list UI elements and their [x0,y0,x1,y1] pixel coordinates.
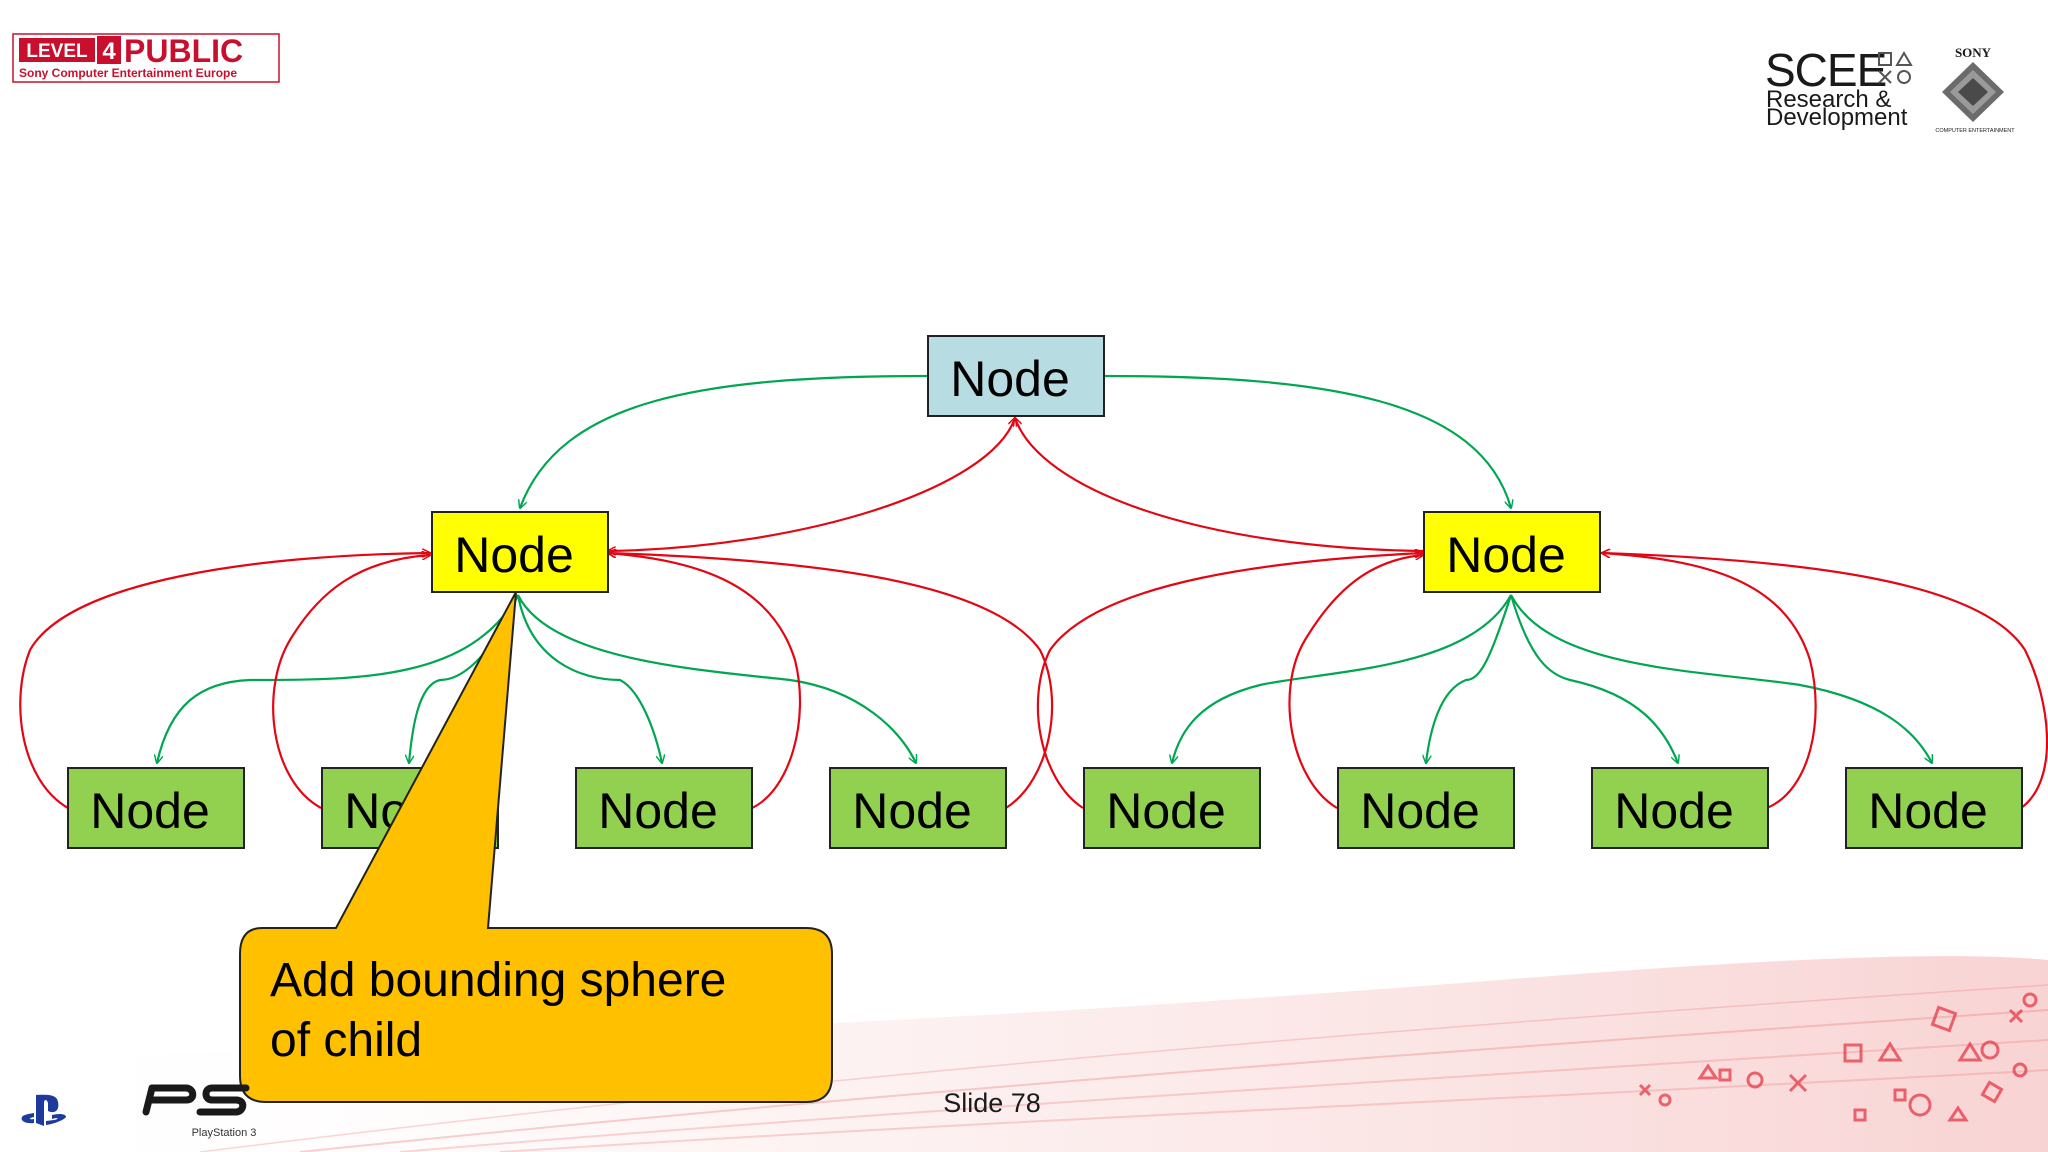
ps-symbols-decoration [1638,992,2038,1122]
badge-subtitle: Sony Computer Entertainment Europe [19,66,237,80]
scee-wordmark: SCEE [1765,44,1886,96]
badge-word: PUBLIC [124,33,243,69]
sony-cert: COMPUTER ENTERTAINMENT [1935,128,2015,134]
leaf-nodes: Node Node Node Node Node Node Node Node [67,767,2023,849]
callout-line1: Add bounding sphere [270,954,726,1007]
level-badge: LEVEL 4 PUBLIC Sony Computer Entertainme… [12,33,280,83]
node-leaf-1: Node [67,767,245,849]
node-leaf-5-label: Node [1106,783,1226,839]
edge-midleft-root [608,418,1015,551]
node-leaf-4: Node [829,767,1007,849]
ps3-caption: PlayStation 3 [192,1127,257,1139]
node-leaf-7: Node [1591,767,1769,849]
playstation-icon [21,1094,66,1126]
scee-line1: Research & [1766,86,1891,113]
node-leaf-6-label: Node [1360,783,1480,839]
node-leaf-3-label: Node [598,783,718,839]
callout-line2: of child [270,1014,422,1067]
node-mid-right: Node [1423,511,1601,593]
badge-number: 4 [102,38,116,65]
node-leaf-8-label: Node [1868,783,1988,839]
node-mid-right-label: Node [1446,527,1566,583]
node-leaf-5: Node [1083,767,1261,849]
edge-root-midleft [520,374,928,508]
node-root: Node [927,335,1105,417]
node-leaf-7-label: Node [1614,783,1734,839]
node-leaf-3: Node [575,767,753,849]
ps3-wordmark-icon [142,1084,250,1116]
node-mid-left: Node [431,511,609,593]
connectors [19,374,2048,810]
sony-logo: SONY COMPUTER ENTERTAINMENT [1935,45,2015,134]
playstation-logo [21,1094,66,1126]
node-leaf-6: Node [1337,767,1515,849]
scee-ps-symbols-icon [1878,51,1913,84]
node-leaf-8: Node [1845,767,2023,849]
callout: Add bounding sphere of child [239,591,833,1103]
callout-shape [239,591,833,1103]
node-mid-left-label: Node [454,527,574,583]
ps3-logo: PlayStation 3 [142,1084,257,1139]
scee-line2: Development [1766,104,1908,131]
edge-root-midright [1103,374,1511,508]
slide-number: Slide 78 [943,1088,1041,1118]
node-leaf-4-label: Node [852,783,972,839]
sony-wordmark: SONY [1955,45,1992,60]
footer-wave [0,956,2048,1152]
node-leaf-1-label: Node [90,783,210,839]
node-root-label: Node [950,351,1070,407]
badge-level: LEVEL [26,41,88,62]
sony-diamond-icon [1942,62,2004,122]
scee-logo: SCEE Research & Development [1765,44,1913,131]
edge-midright-root [1015,418,1424,553]
